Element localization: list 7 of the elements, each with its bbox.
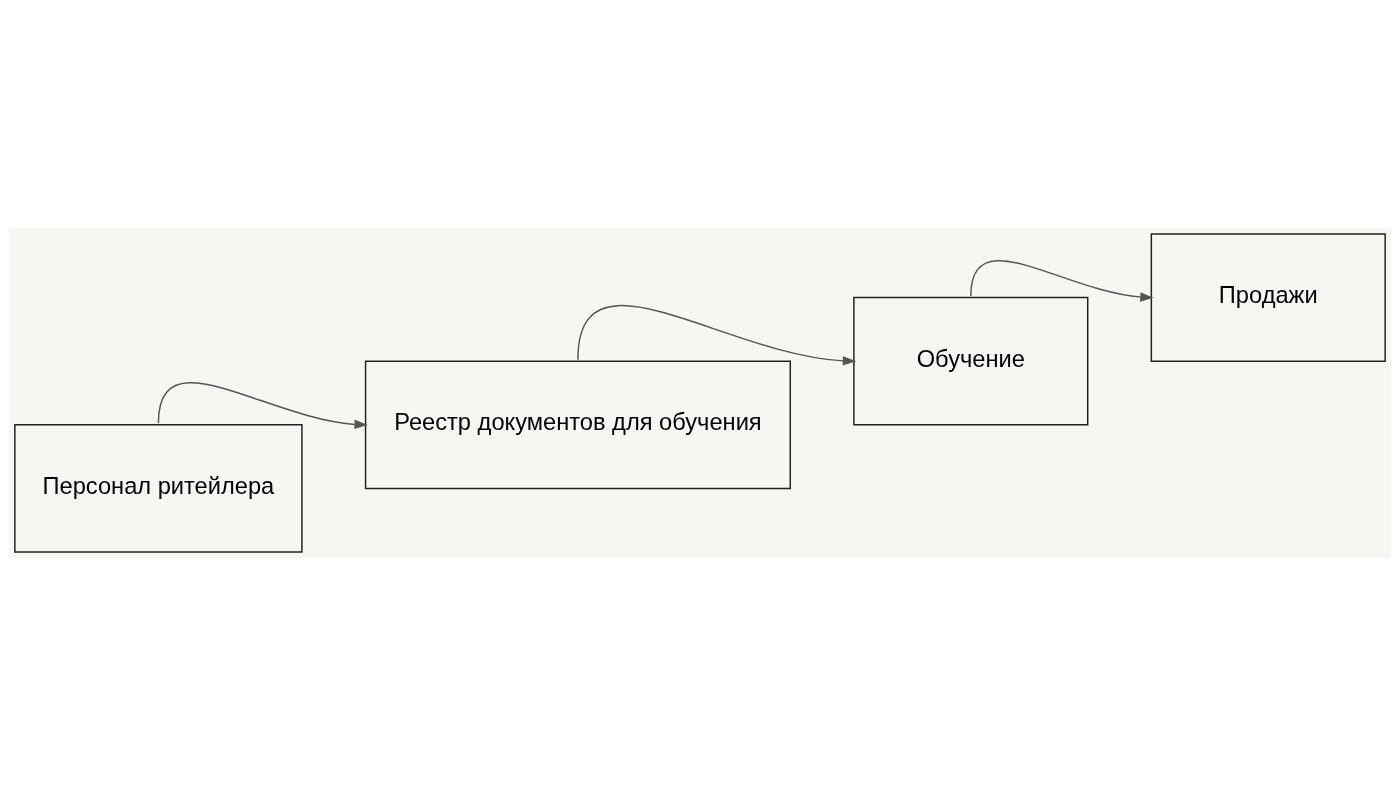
arrow [970, 260, 1154, 302]
node-box: Персонал ритейлера [14, 424, 303, 553]
node-box: Обучение [853, 296, 1089, 426]
node-box: Продажи [1150, 233, 1386, 362]
arrow [577, 304, 857, 366]
arrow [157, 382, 368, 430]
node-box: Реестр документов для обучения [364, 360, 791, 490]
